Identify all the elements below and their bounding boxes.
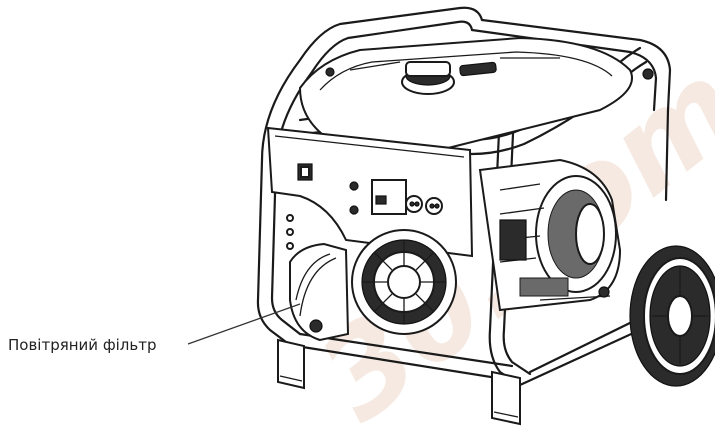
control-panel bbox=[266, 126, 474, 258]
fuel-tank bbox=[298, 36, 654, 155]
wheel bbox=[629, 245, 715, 387]
air-filter bbox=[289, 242, 350, 342]
callout-leader-line bbox=[187, 303, 301, 345]
air-filter-label: Повітряний фільтр bbox=[8, 336, 157, 354]
engine-alternator bbox=[478, 158, 622, 312]
rubber-feet bbox=[277, 338, 521, 426]
recoil-starter bbox=[351, 229, 457, 335]
